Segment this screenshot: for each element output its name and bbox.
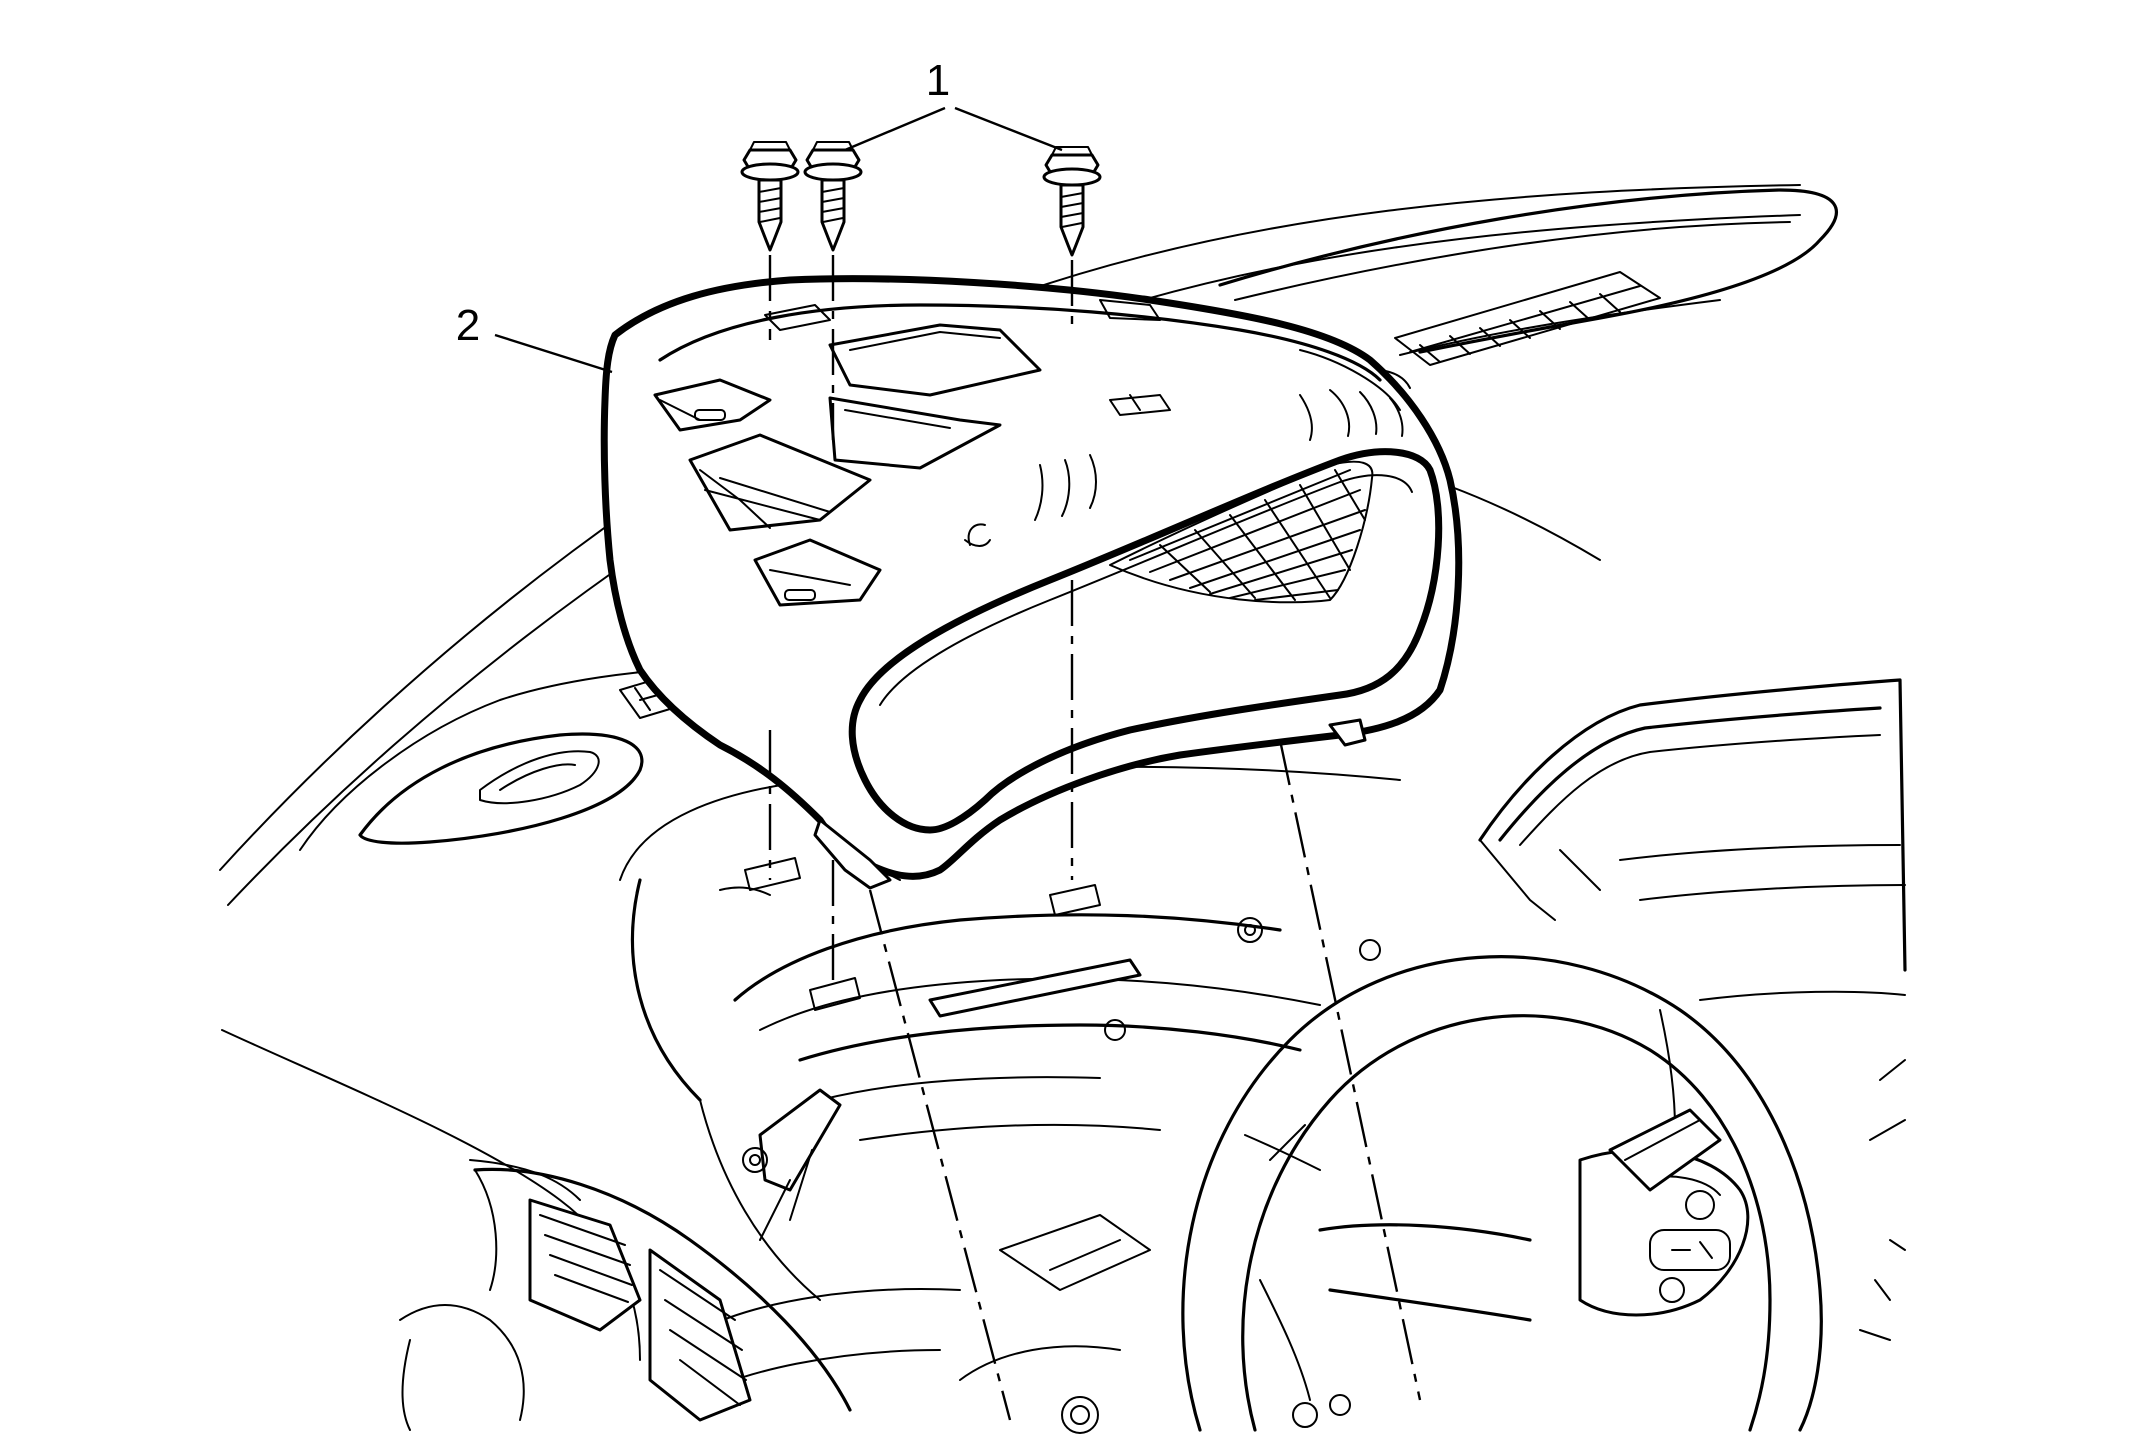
steering-wheel <box>1181 955 1906 1432</box>
screw-1 <box>740 141 800 252</box>
callout-2-label: 2 <box>456 301 480 350</box>
screw-3 <box>1042 146 1102 257</box>
screw-2 <box>803 141 863 252</box>
callout-leaders <box>494 106 1063 374</box>
installation-lines <box>768 255 1422 1421</box>
screws <box>740 141 1102 257</box>
defroster-grille <box>1394 271 1661 366</box>
left-air-vent <box>399 1167 852 1431</box>
display-housing <box>1478 678 1907 1241</box>
speaker-mesh <box>1109 460 1374 604</box>
cluster-opening <box>619 765 1401 1434</box>
callout-1-label: 1 <box>926 56 950 105</box>
mounting-clips <box>719 857 1101 1011</box>
instrument-cluster-trim-cover <box>600 275 1463 890</box>
